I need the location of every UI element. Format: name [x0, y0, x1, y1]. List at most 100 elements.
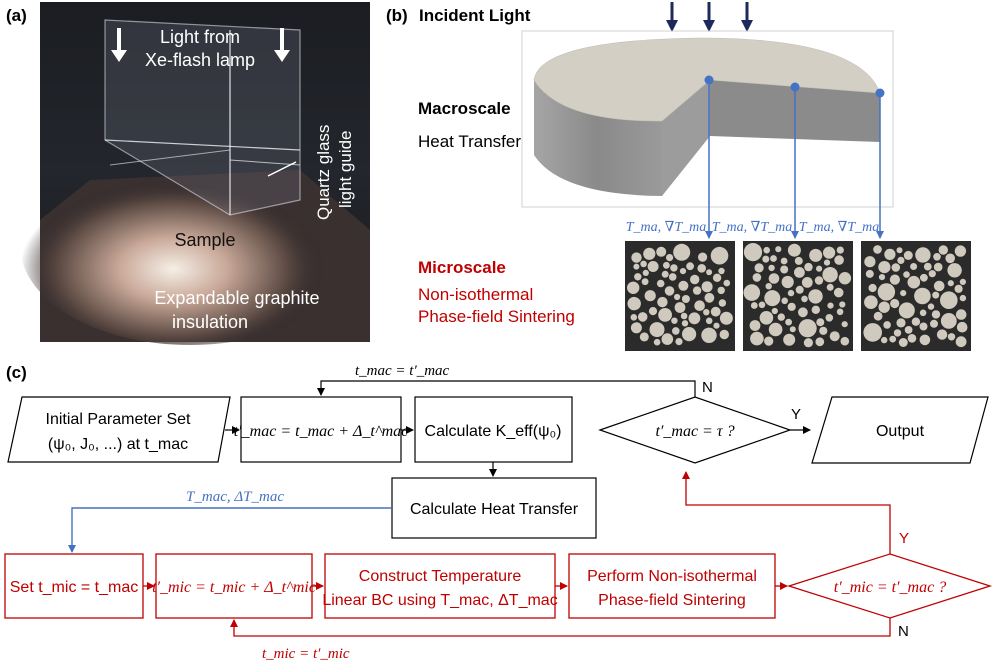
particle [907, 275, 921, 289]
heat-transfer-label: Heat Transfer [418, 132, 521, 151]
particle [954, 284, 963, 293]
initial-parameter-box [7, 396, 231, 463]
probe-3 [875, 88, 885, 239]
particle [666, 254, 674, 262]
particle [931, 310, 941, 319]
microscale-label: Microscale [418, 258, 506, 277]
particle [956, 321, 968, 333]
particle [826, 283, 834, 291]
light-spot [20, 145, 360, 345]
light-source-line2: Xe-flash lamp [145, 50, 255, 70]
particle [794, 267, 805, 278]
particle [914, 287, 931, 305]
particle [816, 318, 825, 327]
particle [884, 248, 896, 260]
particle [814, 276, 824, 285]
particle [656, 279, 665, 288]
particle [794, 256, 803, 265]
particle [670, 264, 678, 272]
particle [787, 289, 795, 297]
decision-mac-yes: Y [791, 406, 801, 423]
calc-k-text: Calculate K_eff(ψ₀) [425, 423, 562, 440]
particle [701, 281, 713, 293]
construct-line1: Construct Temperature [359, 568, 522, 585]
particle [865, 269, 874, 278]
particle [764, 336, 774, 346]
particle [710, 306, 721, 317]
particle [671, 317, 678, 324]
particle [633, 263, 640, 270]
particle [863, 323, 882, 342]
particle [877, 283, 896, 301]
particle [904, 326, 913, 334]
particle [936, 329, 948, 340]
particle [881, 336, 888, 344]
particle [911, 317, 921, 326]
decision-mac-text: t′_mac = τ ? [655, 423, 734, 440]
particle [758, 301, 766, 309]
particle [723, 279, 731, 287]
perform-line1: Perform Non-isothermal [587, 568, 757, 585]
particle [627, 296, 641, 311]
particle [679, 268, 687, 275]
arrow-down-icon [703, 2, 715, 32]
probe-label-3: T_ma, ∇T_ma [799, 220, 880, 235]
particle [900, 290, 907, 297]
particle [663, 261, 670, 269]
particle [770, 255, 777, 262]
particle [649, 322, 665, 338]
feedback-mac-text: t_mac = t′_mac [355, 363, 450, 379]
arrow-down-icon [666, 2, 678, 32]
particle [754, 263, 764, 273]
guide-label-line2: light guide [336, 130, 355, 208]
particle [815, 337, 825, 347]
particle [718, 299, 727, 307]
particle [834, 255, 844, 265]
particle [933, 262, 943, 272]
particle [706, 269, 713, 276]
macroscale-label: Macroscale [418, 99, 511, 118]
particle [923, 262, 932, 271]
particle [656, 246, 667, 257]
particle [777, 313, 785, 321]
panel-c-label: (c) [6, 363, 27, 382]
particle [673, 243, 691, 261]
probe-2 [790, 82, 800, 239]
particle [915, 247, 931, 263]
particle [703, 309, 710, 316]
particle [897, 256, 905, 264]
mac-step-text: t′_mac = t_mac + Δ_t^mac [234, 423, 409, 440]
particle [682, 327, 697, 342]
particle [789, 326, 796, 333]
feedback-mac-arrow [317, 380, 696, 397]
light-source-line1: Light from [160, 27, 240, 47]
particle [932, 291, 940, 299]
mic-step-box [155, 553, 313, 619]
particle [661, 270, 669, 278]
output-text: Output [876, 423, 925, 440]
particle [822, 267, 838, 283]
particle [903, 250, 913, 260]
particle [891, 263, 901, 272]
particle [627, 281, 640, 294]
macro-frame [521, 30, 894, 208]
particle [878, 261, 891, 274]
particle [780, 257, 788, 265]
microstructure-1 [625, 241, 735, 351]
particle [750, 302, 758, 309]
calc-k-box [414, 396, 573, 463]
microstructure-3 [861, 241, 971, 351]
particle [688, 312, 701, 325]
guide-pointer [267, 161, 297, 177]
particle [710, 246, 729, 265]
probe-label-2: T_ma, ∇T_ma [712, 220, 793, 235]
particle [653, 338, 661, 346]
particle [647, 261, 659, 272]
particle [783, 333, 796, 346]
particle [686, 262, 694, 271]
arrow-down-icon [741, 2, 753, 32]
microscale-line2: Phase-field Sintering [418, 307, 575, 326]
particle [752, 273, 762, 282]
particle [893, 329, 902, 337]
particle [768, 322, 783, 337]
